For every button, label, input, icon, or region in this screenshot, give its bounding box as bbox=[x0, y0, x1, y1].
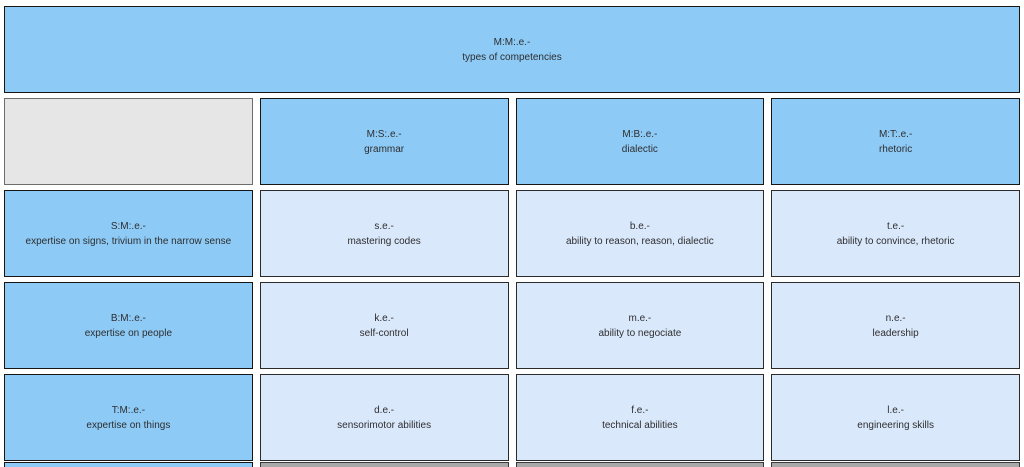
cell-row-header-signs: S:M:.e.- expertise on signs, trivium in … bbox=[4, 190, 253, 277]
cell-label: ability to reason, reason, dialectic bbox=[565, 235, 714, 247]
cell-label: technical abilities bbox=[602, 419, 678, 431]
partial-cell-blue bbox=[4, 462, 253, 467]
partial-clipped-row bbox=[4, 462, 1020, 467]
cell-label: mastering codes bbox=[347, 235, 421, 247]
cell-label: leadership bbox=[872, 327, 919, 339]
cell-code: t.e.- bbox=[887, 220, 905, 232]
cell-code: k.e.- bbox=[374, 312, 394, 324]
cell-empty-corner bbox=[4, 98, 253, 185]
cell-ability-to-reason: b.e.- ability to reason, reason, dialect… bbox=[515, 190, 765, 277]
cell-col-header-grammar: M:S:.e.- grammar bbox=[259, 98, 509, 185]
cell-title: M:M:.e.- types of competencies bbox=[4, 6, 1020, 93]
cell-label: sensorimotor abilities bbox=[337, 419, 432, 431]
cell-code: d.e.- bbox=[374, 404, 395, 416]
cell-code: B:M:.e.- bbox=[110, 312, 146, 324]
cell-code: s.e.- bbox=[374, 220, 394, 232]
cell-code: l.e.- bbox=[887, 404, 904, 416]
cell-code: M:S:.e.- bbox=[366, 128, 402, 140]
cell-label: expertise on things bbox=[86, 419, 171, 431]
cell-label: expertise on signs, trivium in the narro… bbox=[25, 235, 232, 247]
cell-label: self-control bbox=[359, 327, 409, 339]
partial-cell bbox=[515, 462, 765, 467]
cell-engineering-skills: l.e.- engineering skills bbox=[771, 374, 1020, 461]
cell-label: rhetoric bbox=[878, 143, 913, 155]
cell-code: M:M:.e.- bbox=[493, 36, 531, 48]
cell-self-control: k.e.- self-control bbox=[259, 282, 509, 369]
cell-code: f.e.- bbox=[631, 404, 649, 416]
cell-label: dialectic bbox=[621, 143, 658, 155]
partial-cell bbox=[771, 462, 1020, 467]
cell-label: expertise on people bbox=[84, 327, 173, 339]
cell-row-header-things: T:M:.e.- expertise on things bbox=[4, 374, 253, 461]
cell-label: engineering skills bbox=[857, 419, 934, 431]
cell-col-header-dialectic: M:B:.e.- dialectic bbox=[515, 98, 765, 185]
partial-cell bbox=[259, 462, 509, 467]
cell-code: T:M:.e.- bbox=[111, 404, 146, 416]
cell-label: types of competencies bbox=[462, 51, 562, 63]
cell-code: m.e.- bbox=[628, 312, 652, 324]
cell-mastering-codes: s.e.- mastering codes bbox=[259, 190, 509, 277]
cell-ability-to-negociate: m.e.- ability to negociate bbox=[515, 282, 765, 369]
cell-col-header-rhetoric: M:T:.e.- rhetoric bbox=[771, 98, 1020, 185]
cell-sensorimotor-abilities: d.e.- sensorimotor abilities bbox=[259, 374, 509, 461]
cell-label: grammar bbox=[364, 143, 405, 155]
cell-ability-to-convince: t.e.- ability to convince, rhetoric bbox=[771, 190, 1020, 277]
cell-code: S:M:.e.- bbox=[110, 220, 146, 232]
cell-label: ability to negociate bbox=[598, 327, 682, 339]
cell-label: ability to convince, rhetoric bbox=[836, 235, 955, 247]
cell-leadership: n.e.- leadership bbox=[771, 282, 1020, 369]
cell-code: b.e.- bbox=[629, 220, 650, 232]
cell-row-header-people: B:M:.e.- expertise on people bbox=[4, 282, 253, 369]
cell-code: n.e.- bbox=[885, 312, 906, 324]
cell-technical-abilities: f.e.- technical abilities bbox=[515, 374, 765, 461]
cell-code: M:B:.e.- bbox=[622, 128, 658, 140]
cell-code: M:T:.e.- bbox=[878, 128, 913, 140]
competency-table: M:M:.e.- types of competencies M:S:.e.- … bbox=[4, 6, 1020, 461]
